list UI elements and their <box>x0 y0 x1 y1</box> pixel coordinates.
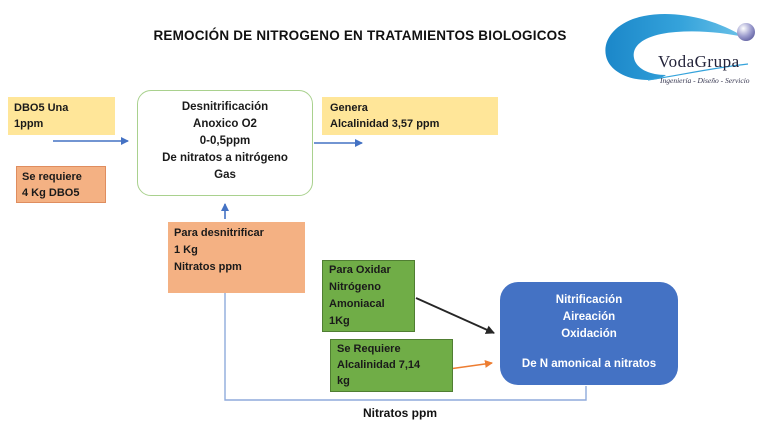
vodagrupa-logo: VodaGrupa Ingeniería - Diseño - Servicio <box>596 6 764 94</box>
box-line: Desnitrificación <box>181 101 269 113</box>
box-line: Aireación <box>562 311 616 323</box>
box-line: 4 Kg DBO5 <box>22 187 80 199</box>
box-line: De nitratos a nitrógeno <box>162 152 288 164</box>
box-line: Se Requiere <box>337 343 401 355</box>
box-line: Alcalinidad 3,57 ppm <box>330 118 440 130</box>
box-genera-alcalinidad: Genera Alcalinidad 3,57 ppm <box>322 97 498 135</box>
box-line: 1ppm <box>14 118 44 130</box>
slide-title: REMOCIÓN DE NITROGENO EN TRATAMIENTOS BI… <box>153 28 567 43</box>
box-line: 1Kg <box>329 315 350 327</box>
box-line: Se requiere <box>22 171 82 183</box>
box-line: Nitrificación <box>555 294 623 306</box>
box-line: Alcalinidad 7,14 <box>337 359 421 371</box>
logo-tagline: Ingeniería - Diseño - Servicio <box>660 76 750 85</box>
box-para-desnitrificar: Para desnitrificar 1 Kg Nitratos ppm <box>168 222 305 293</box>
sphere-icon <box>737 23 755 41</box>
arrow-oxidar-to-nitrificacion <box>415 297 495 334</box>
box-line: Nitratos ppm <box>174 261 242 273</box>
connector-nitrificacion-return-loop <box>224 222 587 401</box>
box-line: Amoniacal <box>329 298 385 310</box>
box-dbo5-input: DBO5 Una 1ppm <box>8 97 115 135</box>
arrow-alcalinidad-to-nitrificacion <box>448 360 493 370</box>
box-line: kg <box>337 375 350 387</box>
box-se-requiere-dbo5: Se requiere 4 Kg DBO5 <box>16 166 106 203</box>
box-line: 1 Kg <box>174 244 198 256</box>
box-se-requiere-alcalinidad: Se Requiere Alcalinidad 7,14 kg <box>330 339 453 392</box>
box-line: Para Oxidar <box>329 264 391 276</box>
nitratos-ppm-label: Nitratos ppm <box>362 406 437 420</box>
box-line: Gas <box>214 169 236 181</box>
box-line: Para desnitrificar <box>174 227 264 239</box>
box-line: DBO5 Una <box>14 102 69 114</box>
swoosh-icon <box>605 14 755 81</box>
box-para-oxidar: Para Oxidar Nitrógeno Amoniacal 1Kg <box>322 260 415 332</box>
box-line: Oxidación <box>561 328 617 340</box>
box-line: De N amonical a nitratos <box>521 358 657 370</box>
box-desnitrificacion: Desnitrificación Anoxico O2 0-0,5ppm De … <box>137 90 313 196</box>
box-line: Nitrógeno <box>329 281 381 293</box>
logo-name: VodaGrupa <box>658 52 740 71</box>
box-line: Anoxico O2 <box>193 118 257 130</box>
box-nitrificacion: Nitrificación Aireación Oxidación De N a… <box>500 282 678 385</box>
box-line: 0-0,5ppm <box>199 135 251 147</box>
box-line: Genera <box>330 102 368 114</box>
